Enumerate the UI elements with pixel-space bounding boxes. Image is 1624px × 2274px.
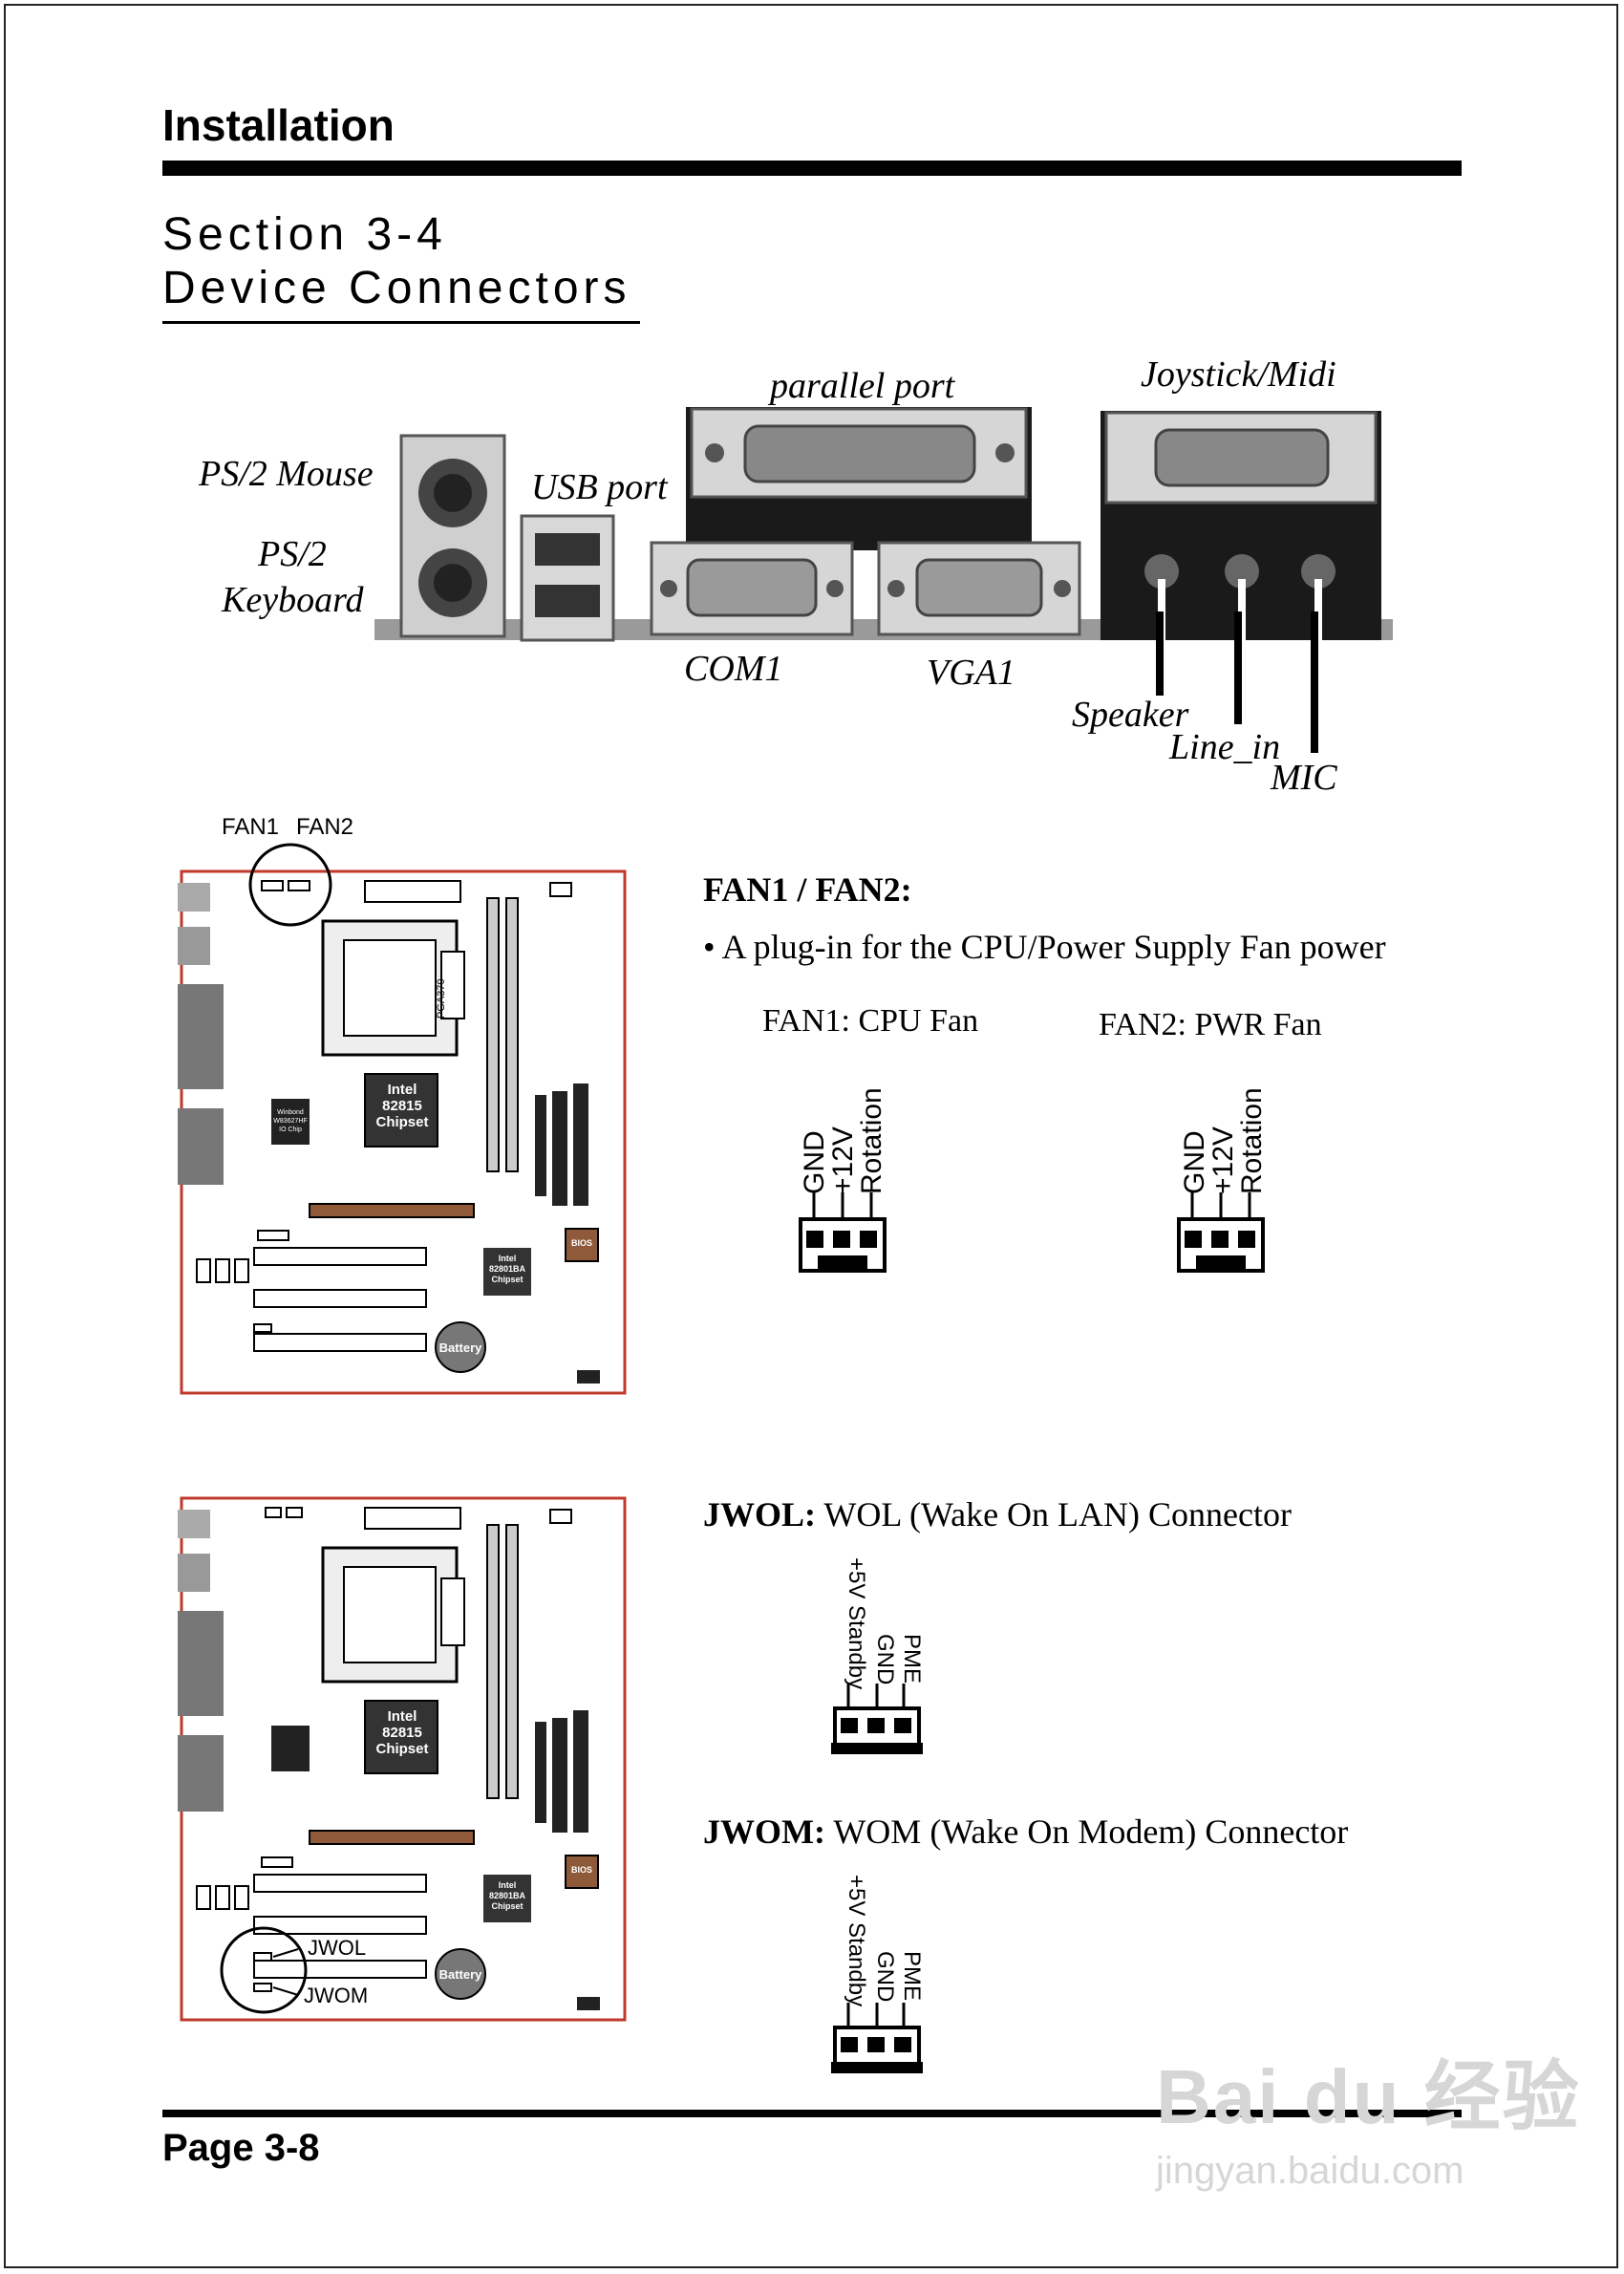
board1-bios-label: BIOS — [570, 1238, 592, 1248]
board2-jwom-label: JWOM — [304, 1984, 369, 2007]
jwom-pin-5v: +5V Standby — [844, 1875, 869, 2007]
usb-connector — [520, 514, 615, 642]
baidu-watermark-url: jingyan.baidu.com — [1156, 2150, 1464, 2192]
vga1-label: VGA1 — [927, 653, 1015, 693]
board1-fan2-label: FAN2 — [296, 814, 354, 840]
com1-label: COM1 — [684, 649, 783, 689]
baidu-watermark-logo: Bai du 经验 — [1156, 2054, 1581, 2139]
page-header-title: Installation — [162, 100, 395, 150]
fan1-pin-labels: GND +12V Rotation — [799, 1076, 894, 1200]
fan1-pin-12v: +12V — [827, 1126, 859, 1194]
fan1-caption: FAN1: CPU Fan — [762, 1003, 979, 1039]
line-in-label: Line_in — [1169, 727, 1281, 767]
board2-battery-label: Battery — [438, 1967, 482, 1982]
ps2-keyboard-label-line2: Keyboard — [222, 580, 364, 620]
motherboard-diagram-fan — [178, 843, 627, 1395]
board1-fan1-label: FAN1 — [222, 814, 280, 840]
mic-leader-line — [1311, 611, 1318, 753]
header-rule — [162, 161, 1462, 176]
board2-northbridge-label: Intel 82815 Chipset — [375, 1708, 429, 1757]
joystick-midi-label: Joystick/Midi — [1141, 354, 1336, 395]
board2-bios-label: BIOS — [570, 1865, 592, 1875]
jwol-pin-gnd: GND — [872, 1634, 898, 1685]
com1-connector — [650, 541, 854, 636]
fan-section-bullet: • A plug-in for the CPU/Power Supply Fan… — [703, 928, 1386, 966]
parallel-port-label: parallel port — [770, 366, 955, 406]
fan1-connector-diagram — [799, 1192, 887, 1273]
fan2-caption: FAN2: PWR Fan — [1099, 1007, 1322, 1042]
jwol-connector-diagram — [831, 1684, 923, 1754]
jwom-heading: JWOM: WOM (Wake On Modem) Connector — [703, 1813, 1349, 1851]
fan2-pin-rotation: Rotation — [1236, 1087, 1268, 1194]
usb-port-label: USB port — [531, 467, 668, 507]
section-underline — [162, 321, 640, 324]
jwom-connector-diagram — [831, 2003, 923, 2073]
parallel-port-connector — [686, 407, 1032, 550]
ps2-connector-stack — [399, 434, 506, 638]
mic-label: MIC — [1271, 758, 1337, 798]
fan2-pin-12v: +12V — [1207, 1126, 1239, 1194]
fan2-pin-labels: GND +12V Rotation — [1179, 1076, 1274, 1200]
footer-rule — [162, 2110, 1462, 2117]
motherboard-diagram-wol — [178, 1496, 627, 2022]
fan1-pin-gnd: GND — [799, 1130, 830, 1194]
board2-jwol-label: JWOL — [308, 1936, 367, 1960]
jwol-heading: JWOL: WOL (Wake On LAN) Connector — [703, 1495, 1292, 1534]
jwol-pin-labels: +5V Standby GND PME — [841, 1557, 936, 1689]
board1-battery-label: Battery — [438, 1341, 482, 1355]
speaker-leader-line — [1156, 611, 1164, 696]
fan-section-title: FAN1 / FAN2: — [703, 870, 912, 909]
wol-highlight-circle — [220, 1926, 308, 2014]
speaker-label: Speaker — [1072, 695, 1189, 735]
section-title: Device Connectors — [162, 263, 631, 313]
jwol-pin-pme: PME — [899, 1634, 925, 1684]
line-in-leader-line — [1234, 611, 1242, 724]
board1-southbridge-label: Intel 82801BA Chipset — [488, 1254, 526, 1284]
fan2-pin-gnd: GND — [1179, 1130, 1210, 1194]
board1-superio-label: Winbond W83627HF IO Chip — [273, 1109, 308, 1133]
section-number: Section 3-4 — [162, 209, 447, 260]
io-panel-illustration — [374, 407, 1393, 650]
jwol-pin-5v: +5V Standby — [844, 1557, 869, 1690]
jwom-pin-pme: PME — [899, 1951, 925, 2002]
board1-northbridge-label: Intel 82815 Chipset — [375, 1082, 429, 1130]
page-border — [4, 4, 1618, 2268]
board1-socket-label: PGA370 — [436, 978, 447, 1019]
vga1-connector — [877, 541, 1081, 636]
fan-highlight-circle — [248, 843, 332, 927]
joystick-audio-connector — [1100, 411, 1381, 650]
jwom-pin-gnd: GND — [872, 1951, 898, 2003]
ps2-mouse-label: PS/2 Mouse — [199, 454, 374, 494]
fan1-pin-rotation: Rotation — [856, 1087, 887, 1194]
page-number: Page 3-8 — [162, 2127, 320, 2169]
board2-southbridge-label: Intel 82801BA Chipset — [488, 1880, 526, 1911]
jwom-pin-labels: +5V Standby GND PME — [841, 1875, 936, 2006]
fan2-connector-diagram — [1177, 1192, 1265, 1273]
ps2-keyboard-label-line1: PS/2 — [258, 534, 327, 574]
